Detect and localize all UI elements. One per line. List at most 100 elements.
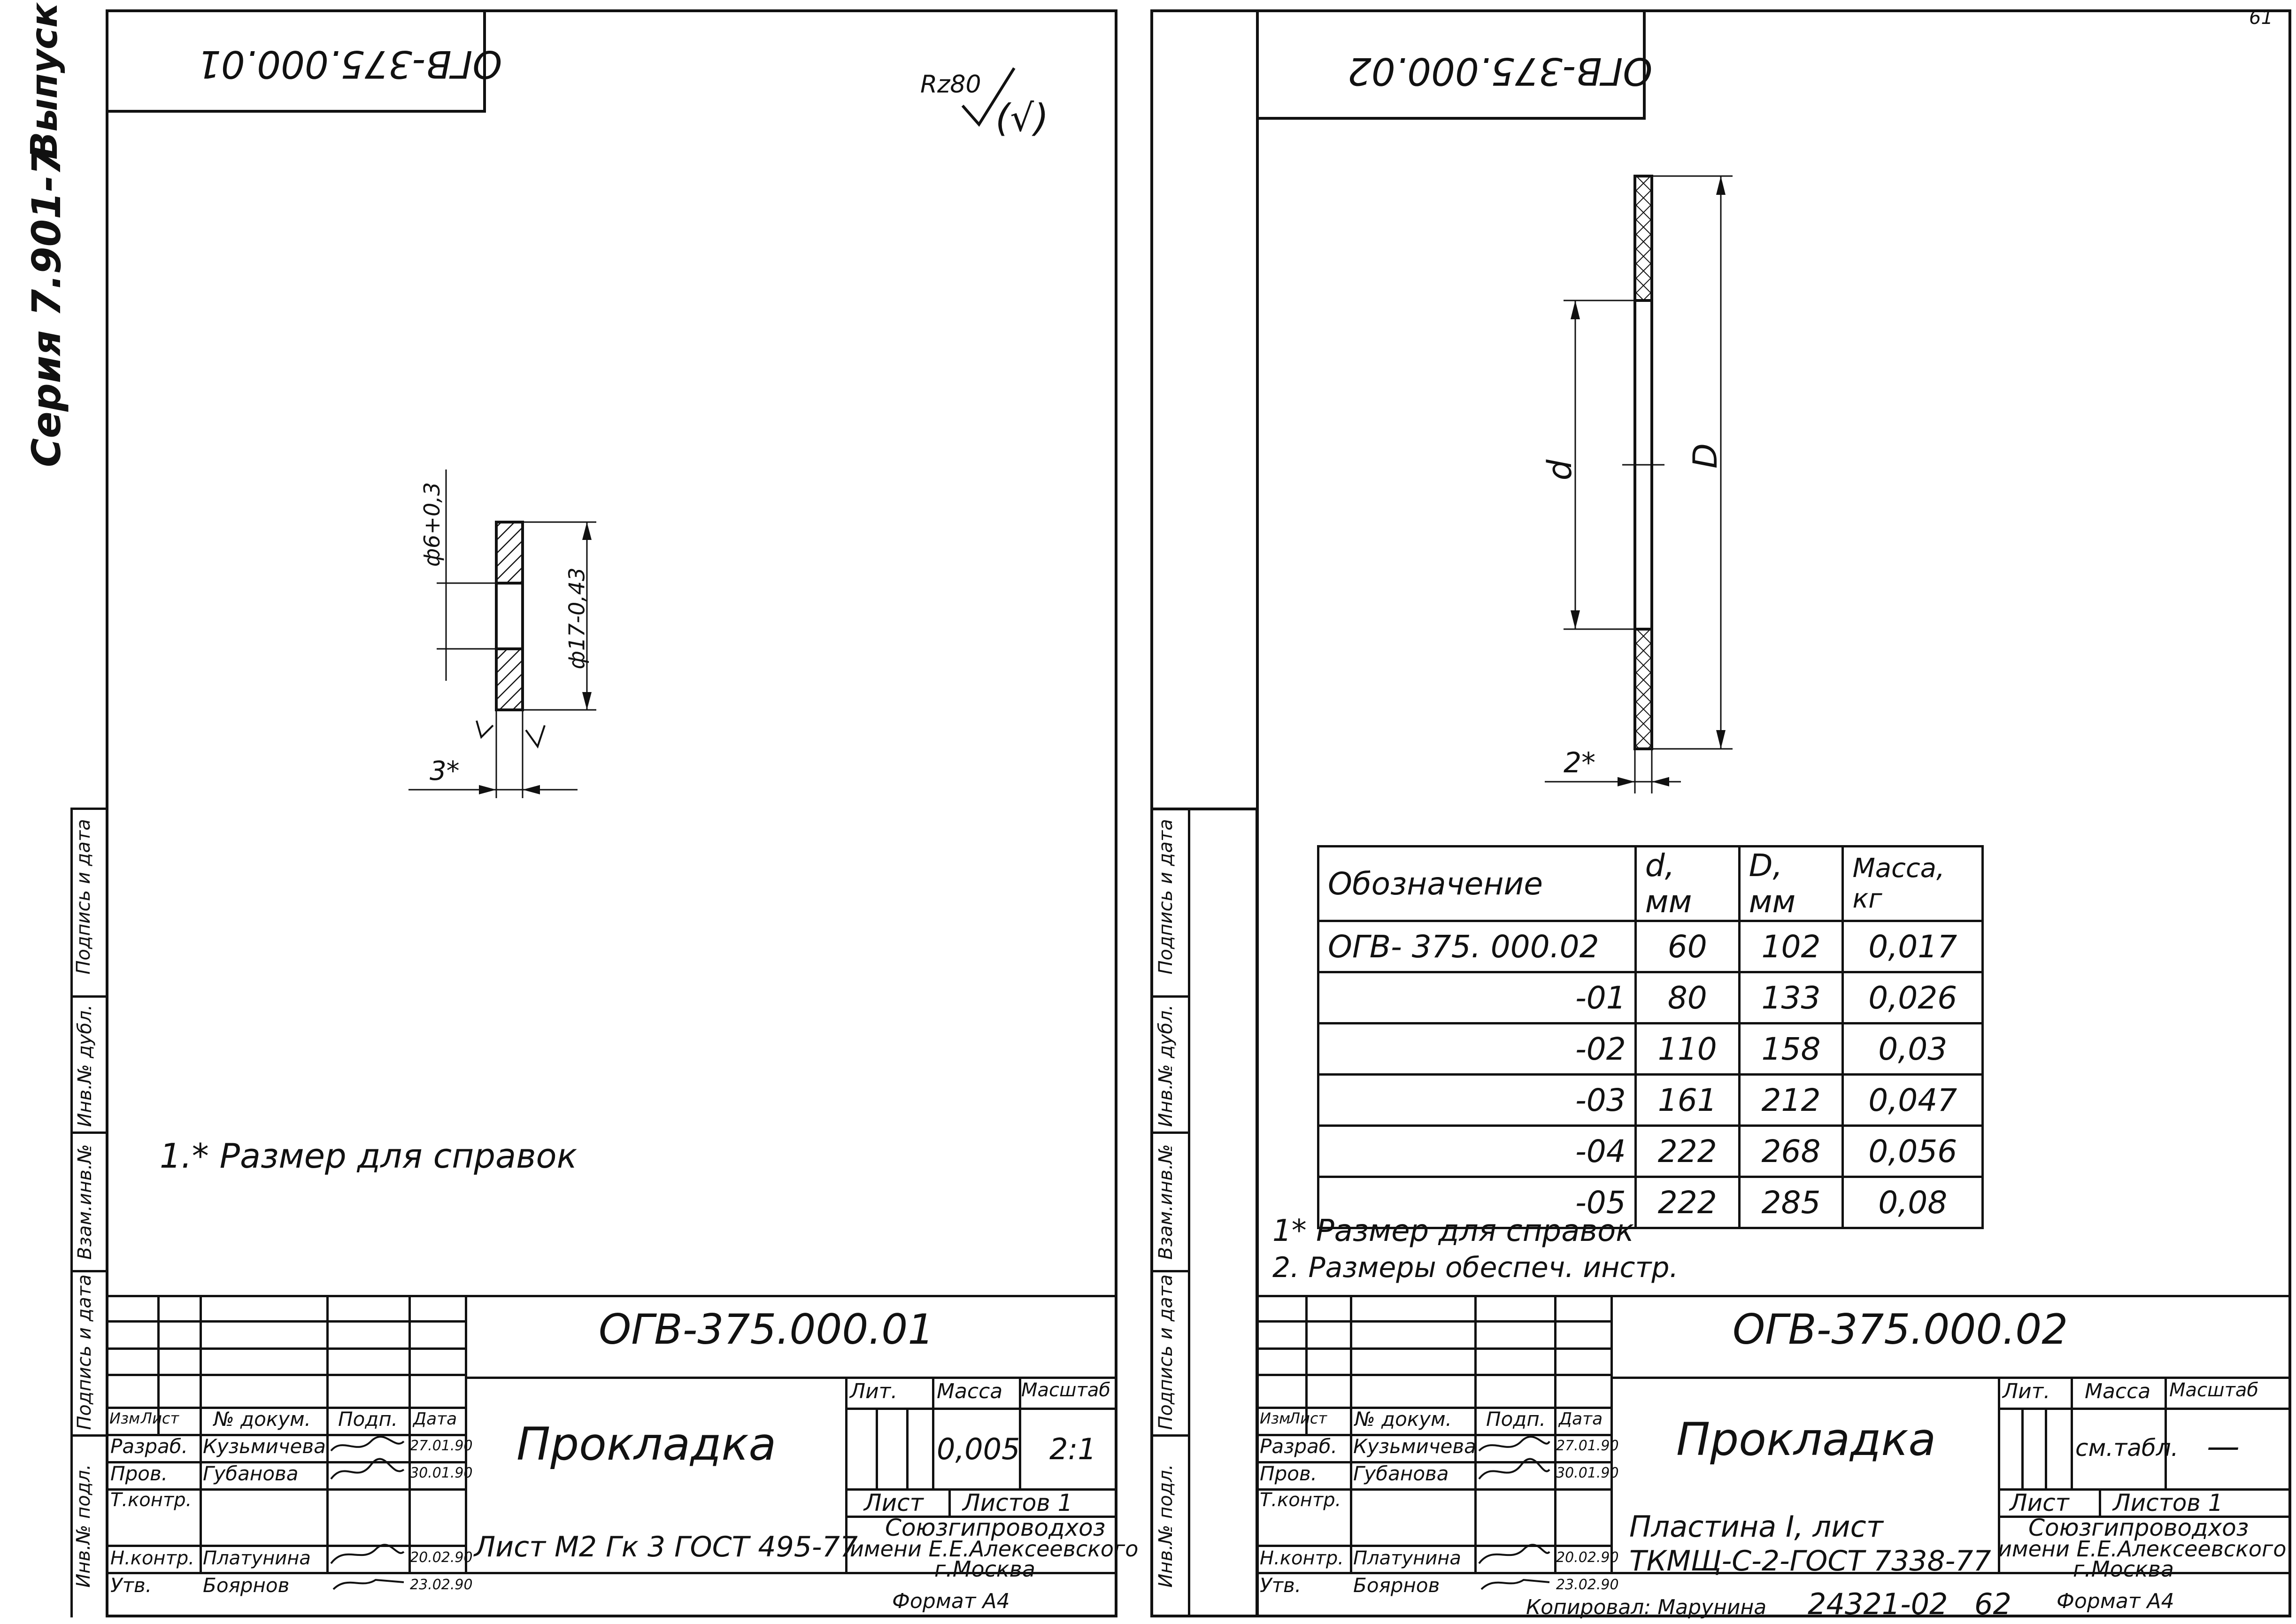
sheet-label: Лист bbox=[864, 1489, 924, 1516]
role-label: Н.контр. bbox=[1260, 1547, 1344, 1569]
org-line-3: г.Москва bbox=[2073, 1556, 2174, 1582]
sheet1-material: Лист М2 Гк 3 ГОСТ 495-77 bbox=[474, 1531, 858, 1563]
top-corner-number: 61 bbox=[2249, 7, 2273, 29]
sheet2-note-1: 1* Размер для справок bbox=[1272, 1214, 1634, 1248]
name-label: Боярнов bbox=[203, 1574, 290, 1597]
name-label: Кузьмичева bbox=[1353, 1435, 1476, 1458]
mass-label: Масса bbox=[2085, 1379, 2151, 1403]
table-header-row: Обозначение d, мм D, мм Масса, кг bbox=[1317, 845, 1984, 922]
sheet-label: Лист bbox=[2010, 1489, 2069, 1516]
sheet1-corner-code: ОГВ-375.000.01 bbox=[197, 42, 502, 86]
name-label: Губанова bbox=[1353, 1462, 1449, 1485]
col-label: Дата bbox=[413, 1409, 457, 1429]
name-label: Боярнов bbox=[1353, 1574, 1440, 1597]
table-cell: 0,017 bbox=[1841, 920, 1984, 973]
date-label: 20.02.90 bbox=[410, 1549, 473, 1566]
table-cell: 80 bbox=[1634, 971, 1741, 1024]
col-label: № докум. bbox=[1355, 1408, 1452, 1431]
margin-field: Инв.№ подл. bbox=[1155, 1464, 1177, 1588]
table-header: D, мм bbox=[1738, 845, 1844, 922]
table-cell: 268 bbox=[1738, 1124, 1844, 1178]
series-label: Серия 7.901-7 bbox=[23, 148, 69, 467]
table-cell: -04 bbox=[1317, 1124, 1637, 1178]
sheet2-part-name: Прокладка bbox=[1676, 1413, 1936, 1466]
sheet2-corner-stamp bbox=[1256, 9, 1646, 120]
table-cell: 60 bbox=[1634, 920, 1741, 973]
margin-field: Подпись и дата bbox=[1155, 819, 1177, 975]
table-cell: 133 bbox=[1738, 971, 1844, 1024]
sheet1-format: Формат А4 bbox=[892, 1589, 1010, 1613]
table-header: Обозначение bbox=[1317, 845, 1637, 922]
sheet2-material-1: Пластина I, лист bbox=[1629, 1509, 1883, 1544]
col-label: Изм bbox=[109, 1409, 140, 1427]
org-line-1: Союзгипроводхоз bbox=[2028, 1514, 2249, 1541]
doc-number: 24321-02 bbox=[1808, 1587, 1948, 1621]
margin-divider bbox=[70, 1434, 108, 1437]
table-header: Масса, кг bbox=[1841, 845, 1984, 922]
copy-line: Копировал: Марунина bbox=[1526, 1595, 1767, 1619]
role-label: Разраб. bbox=[1260, 1435, 1338, 1458]
name-label: Платунина bbox=[1353, 1547, 1461, 1569]
margin-field: Инв.№ дубл. bbox=[1155, 1004, 1177, 1127]
margin-divider bbox=[1150, 995, 1188, 998]
mass-label: Масса bbox=[937, 1379, 1003, 1403]
date-label: 23.02.90 bbox=[410, 1577, 473, 1593]
org-line-2: имени Е.Е.Алексеевского bbox=[850, 1536, 1139, 1562]
dim-d: d bbox=[1541, 459, 1579, 481]
sheet1-frame bbox=[106, 9, 1117, 1617]
margin-divider bbox=[70, 1131, 108, 1134]
col-label: Подп. bbox=[1486, 1408, 1546, 1431]
table-cell: ОГВ- 375. 000.02 bbox=[1317, 920, 1637, 973]
name-label: Кузьмичева bbox=[203, 1435, 326, 1458]
table-row: ОГВ- 375. 000.02 60 102 0,017 bbox=[1317, 920, 1984, 973]
sheet2-designation: ОГВ-375.000.02 bbox=[1733, 1305, 2068, 1354]
table-cell: 0,08 bbox=[1841, 1176, 1984, 1229]
margin-divider bbox=[1150, 1131, 1188, 1134]
margin-field: Подпись и дата bbox=[74, 1274, 95, 1430]
role-label: Т.контр. bbox=[1260, 1489, 1341, 1511]
date-label: 30.01.90 bbox=[1556, 1465, 1619, 1481]
margin-divider bbox=[70, 1270, 108, 1272]
table-cell: -01 bbox=[1317, 971, 1637, 1024]
margin-field: Подпись и дата bbox=[73, 819, 94, 975]
sheet1-corner-stamp bbox=[106, 9, 486, 113]
sheet1-part-name: Прокладка bbox=[516, 1418, 777, 1470]
table-row: -05 222 285 0,08 bbox=[1317, 1176, 1984, 1229]
table-cell: 158 bbox=[1738, 1022, 1844, 1076]
sheet2-mass: см.табл. bbox=[2075, 1434, 2179, 1462]
table-cell: 0,03 bbox=[1841, 1022, 1984, 1076]
margin-divider bbox=[70, 808, 108, 810]
sheet2-scale: — bbox=[2207, 1427, 2240, 1466]
date-label: 27.01.90 bbox=[1556, 1438, 1619, 1454]
margin-field: Инв.№ подл. bbox=[73, 1464, 94, 1588]
margin-field: Инв.№ дубл. bbox=[74, 1004, 96, 1127]
table-cell: -03 bbox=[1317, 1073, 1637, 1127]
role-label: Утв. bbox=[110, 1574, 152, 1597]
margin-divider bbox=[70, 995, 108, 998]
sheets-label: Листов 1 bbox=[963, 1489, 1073, 1516]
margin-divider bbox=[1188, 808, 1190, 1617]
roughness-paren: (√) bbox=[995, 96, 1049, 140]
sheet2-corner-code: ОГВ-375.000.02 bbox=[1348, 49, 1653, 93]
role-label: Пров. bbox=[1260, 1462, 1318, 1485]
sheet1-designation: ОГВ-375.000.01 bbox=[599, 1305, 934, 1354]
dim-outer: ф17-0,43 bbox=[564, 567, 590, 670]
col-label: Изм bbox=[1260, 1409, 1291, 1427]
date-label: 23.02.90 bbox=[1556, 1577, 1619, 1593]
org-line-2: имени Е.Е.Алексеевского bbox=[1998, 1536, 2287, 1562]
table-row: -03 161 212 0,047 bbox=[1317, 1073, 1984, 1127]
role-label: Утв. bbox=[1260, 1574, 1302, 1597]
sheet1-mass: 0,005 bbox=[937, 1432, 1020, 1466]
date-label: 30.01.90 bbox=[410, 1465, 473, 1481]
role-label: Разраб. bbox=[110, 1435, 188, 1458]
scale-label: Масштаб bbox=[2169, 1379, 2259, 1401]
variants-table: Обозначение d, мм D, мм Масса, кг ОГВ- 3… bbox=[1317, 845, 1984, 1229]
org-line-3: г.Москва bbox=[934, 1556, 1035, 1582]
col-label: № докум. bbox=[214, 1408, 311, 1431]
table-cell: 102 bbox=[1738, 920, 1844, 973]
org-line-1: Союзгипроводхоз bbox=[885, 1514, 1106, 1541]
date-label: 20.02.90 bbox=[1556, 1549, 1619, 1566]
page-number: 62 bbox=[1974, 1587, 2011, 1621]
name-label: Платунина bbox=[203, 1547, 311, 1569]
table-cell: 0,047 bbox=[1841, 1073, 1984, 1127]
